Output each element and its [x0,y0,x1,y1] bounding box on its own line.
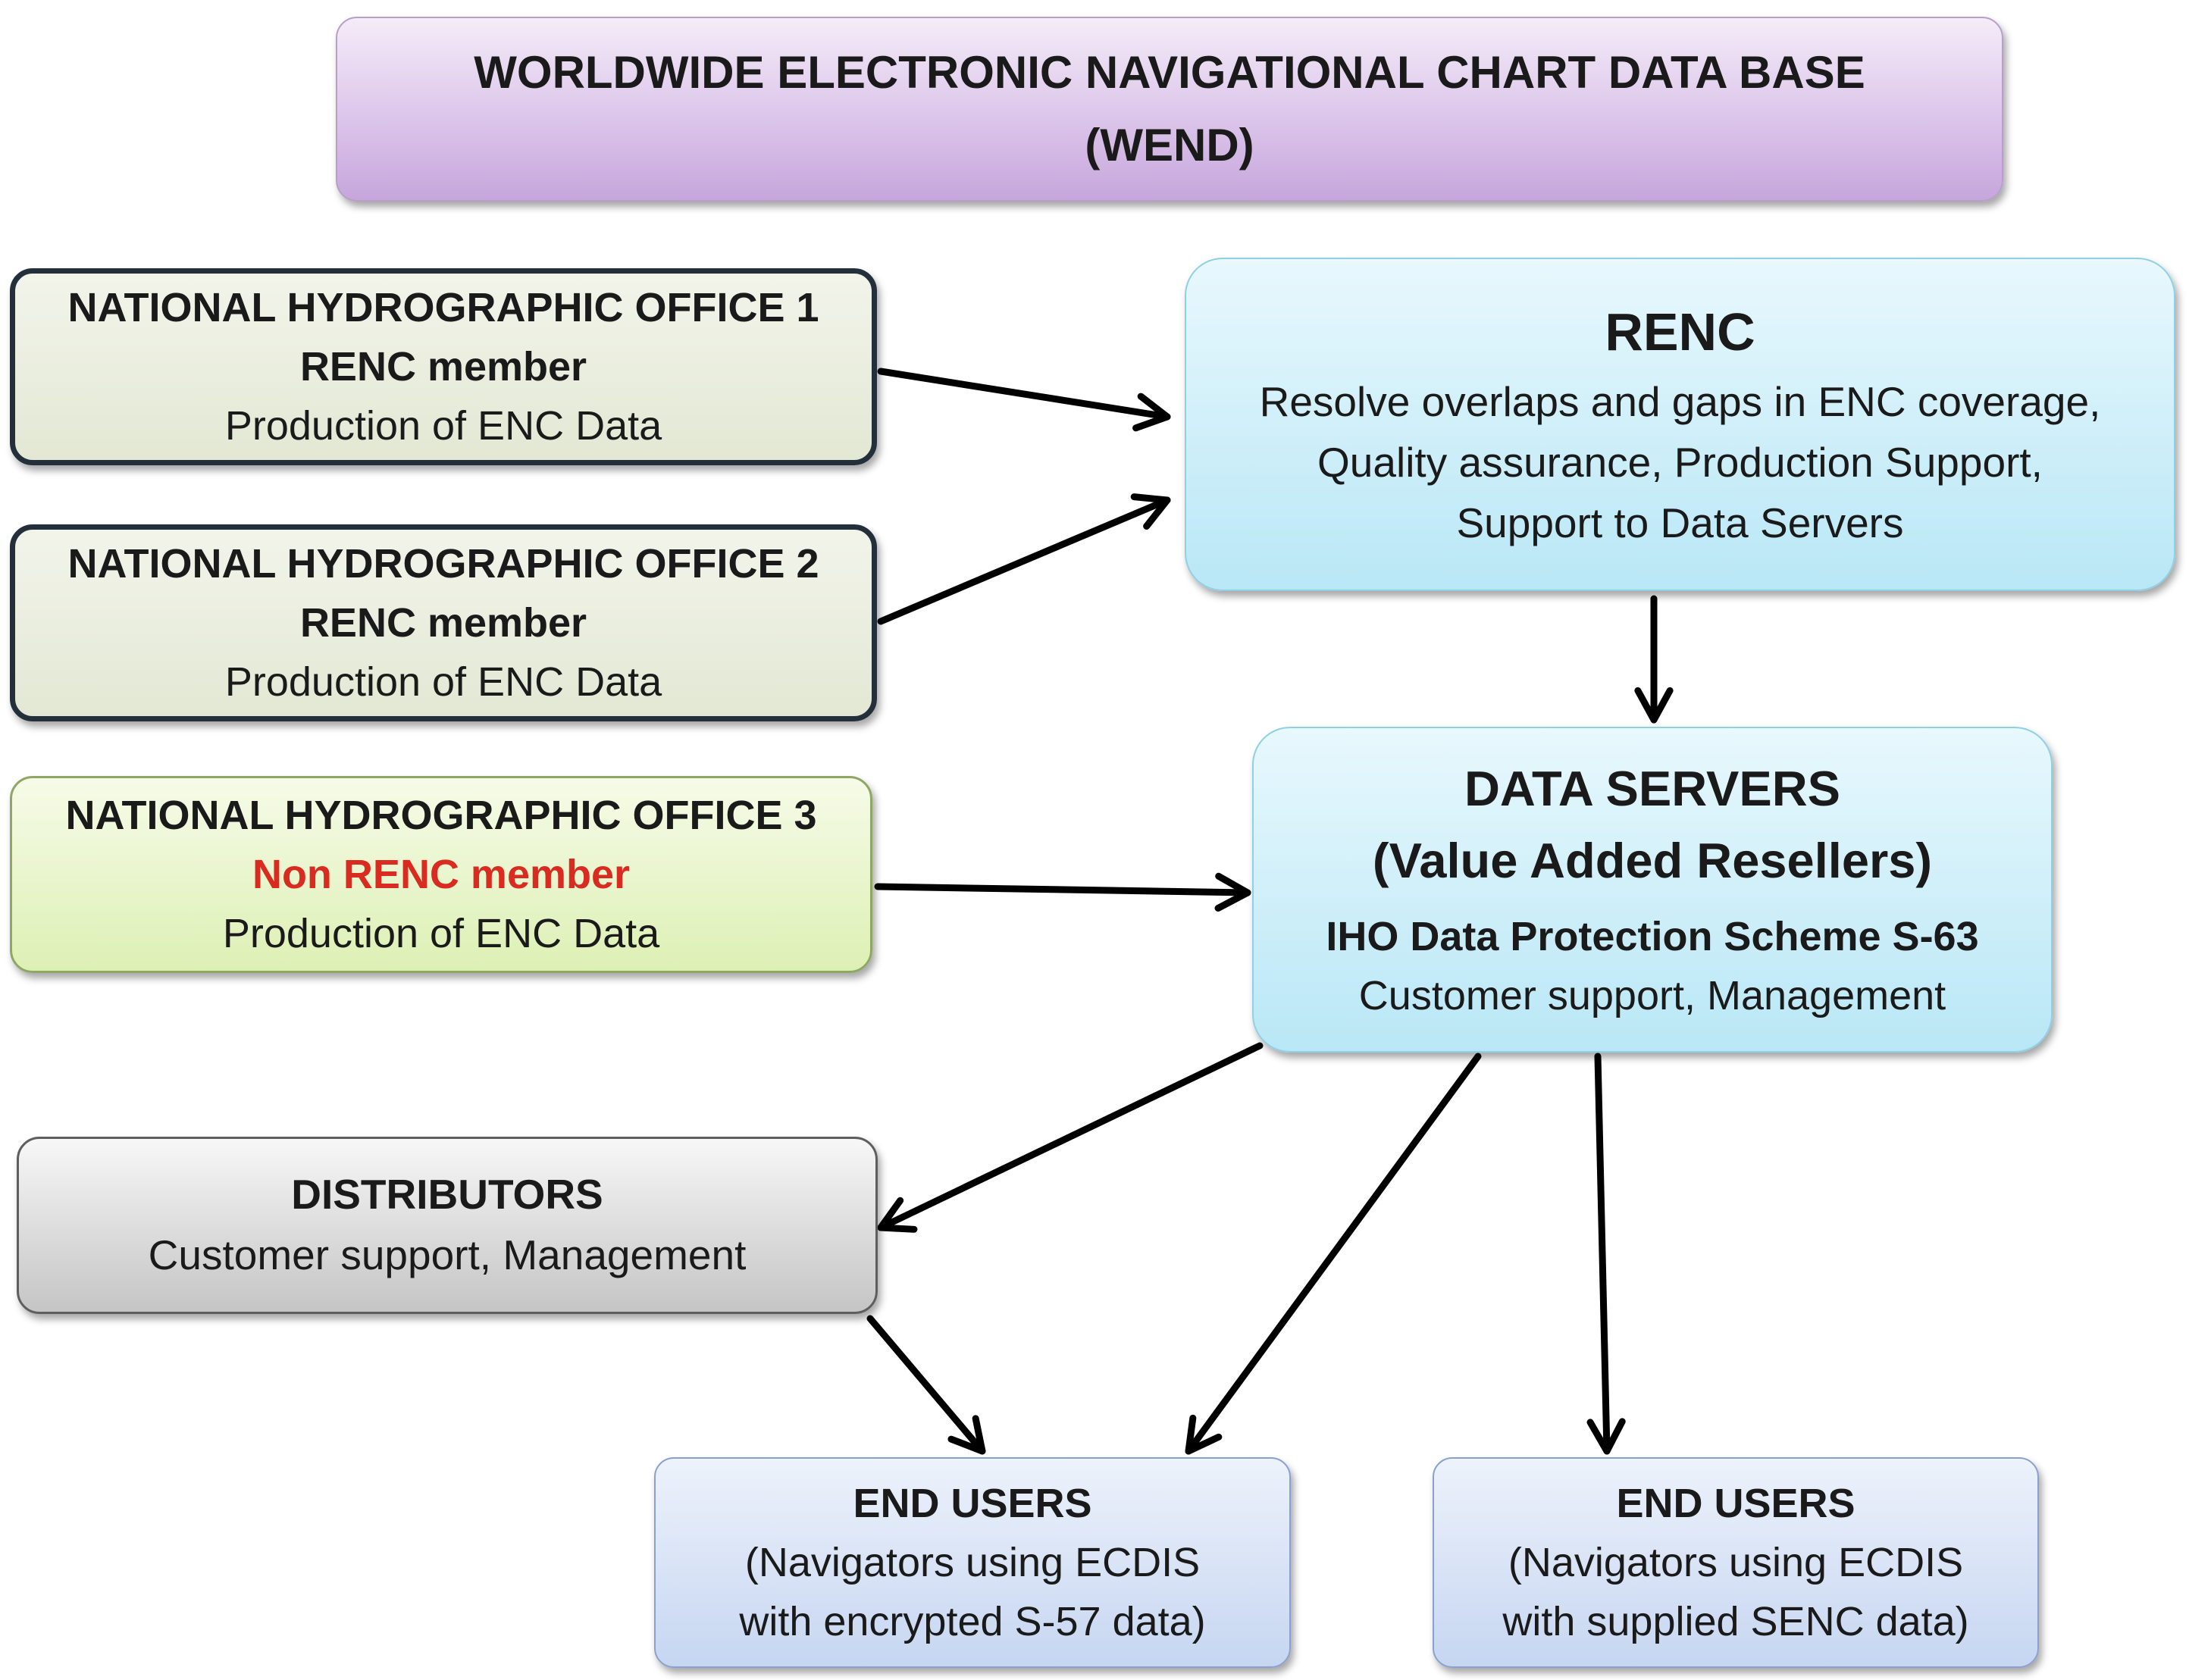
nho-2-membership: RENC member [299,599,587,646]
nho-3-role: Production of ENC Data [222,911,660,957]
distributors-box: DISTRIBUTORS Customer support, Managemen… [17,1137,878,1314]
wend-abbreviation: (WEND) [1085,120,1254,171]
arrow-nho3-to-servers-head [1214,872,1251,912]
wend-title: WORLDWIDE ELECTRONIC NAVIGATIONAL CHART … [474,47,1865,98]
data-servers-box: DATA SERVERS (Value Added Resellers) IHO… [1252,727,2053,1053]
end-users-2-line-2: with supplied SENC data) [1502,1599,1969,1645]
nho-3-box: NATIONAL HYDROGRAPHIC OFFICE 3 Non RENC … [10,776,872,973]
end-users-1-line-1: (Navigators using ECDIS [744,1539,1201,1585]
nho-3-membership: Non RENC member [252,851,631,897]
data-servers-subtitle: (Value Added Resellers) [1372,832,1933,888]
wend-box: WORLDWIDE ELECTRONIC NAVIGATIONAL CHART … [336,17,2003,202]
renc-line-1: Resolve overlaps and gaps in ENC coverag… [1259,378,2101,426]
arrow-nho3-to-servers [874,872,1251,912]
end-users-2-title: END USERS [1616,1480,1855,1526]
arrow-distributors-to-end-users-head [947,1415,986,1455]
arrow-nho1-to-renc-head [1132,393,1171,432]
nho-2-title: NATIONAL HYDROGRAPHIC OFFICE 2 [67,540,819,587]
arrow-servers-to-end-users-encrypted [1185,1053,1482,1455]
arrow-nho2-to-renc-head [1130,493,1171,530]
arrow-servers-to-end-users-senc-head [1586,1418,1626,1455]
arrow-servers-to-end-users-senc [1586,1053,1626,1455]
end-users-2-line-1: (Navigators using ECDIS [1508,1539,1964,1585]
nho-3-title: NATIONAL HYDROGRAPHIC OFFICE 3 [65,792,817,838]
distributors-desc: Customer support, Management [148,1231,747,1278]
nho-2-role: Production of ENC Data [224,659,662,705]
end-users-senc-box: END USERS (Navigators using ECDIS with s… [1433,1457,2039,1668]
end-users-1-title: END USERS [853,1480,1092,1526]
nho-1-role: Production of ENC Data [224,403,662,449]
renc-line-3: Support to Data Servers [1456,499,1904,546]
distributors-title: DISTRIBUTORS [291,1171,603,1219]
arrow-servers-to-end-users-encrypted-head [1185,1414,1223,1455]
arrow-nho1-to-renc [877,368,1171,432]
renc-line-2: Quality assurance, Production Support, [1317,439,2043,486]
data-protection-scheme: IHO Data Protection Scheme S-63 [1326,913,1979,959]
end-users-encrypted-box: END USERS (Navigators using ECDIS with e… [654,1457,1291,1668]
renc-box: RENC Resolve overlaps and gaps in ENC co… [1185,258,2175,591]
arrow-nho2-to-renc [877,493,1171,625]
renc-title: RENC [1605,302,1755,362]
nho-1-box: NATIONAL HYDROGRAPHIC OFFICE 1 RENC memb… [10,268,877,465]
nho-2-box: NATIONAL HYDROGRAPHIC OFFICE 2 RENC memb… [10,524,877,721]
data-servers-desc: Customer support, Management [1358,973,1946,1019]
arrow-distributors-to-end-users [866,1315,986,1455]
nho-1-title: NATIONAL HYDROGRAPHIC OFFICE 1 [67,284,819,330]
arrow-servers-to-distributors-head [877,1197,918,1233]
nho-1-membership: RENC member [299,343,587,389]
data-servers-title: DATA SERVERS [1464,761,1840,817]
arrow-renc-to-servers-head [1634,687,1674,724]
arrow-servers-to-distributors [877,1042,1264,1233]
arrow-renc-to-servers [1634,595,1674,724]
end-users-1-line-2: with encrypted S-57 data) [739,1599,1206,1645]
